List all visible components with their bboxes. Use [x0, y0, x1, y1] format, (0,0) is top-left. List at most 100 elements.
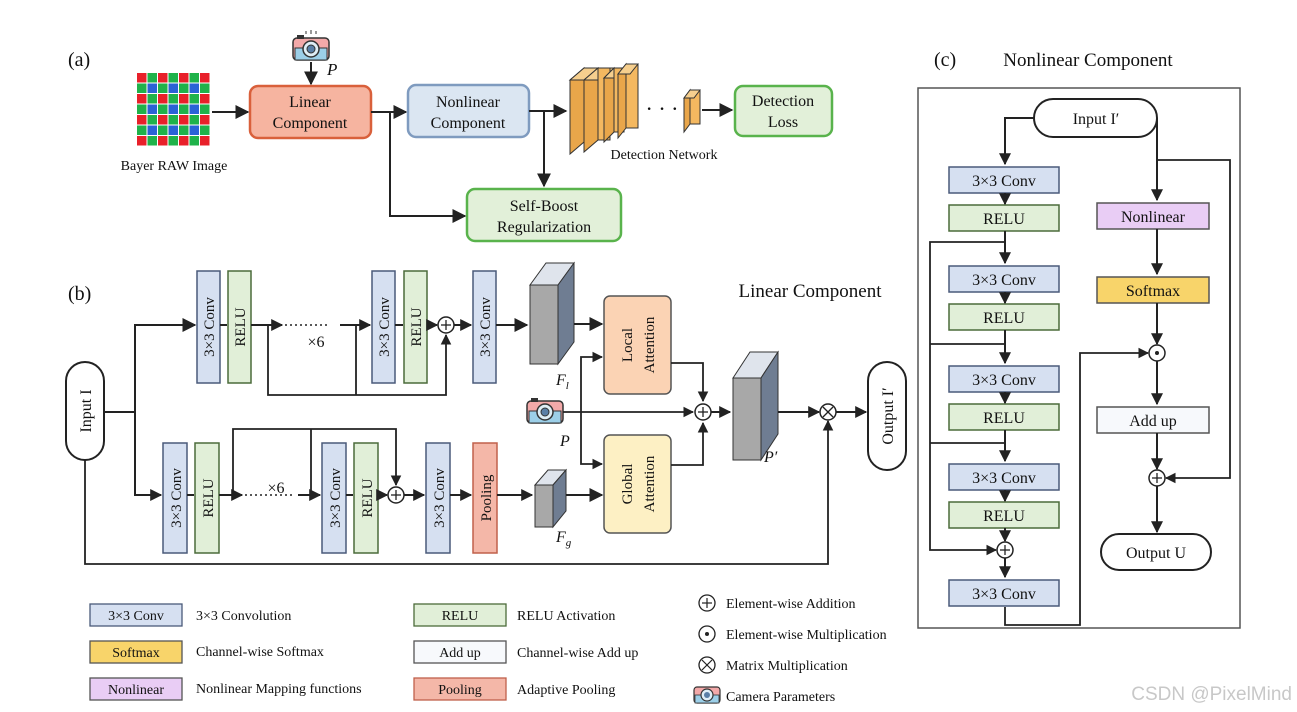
- watermark: CSDN @PixelMind: [1131, 684, 1292, 705]
- bayer-pixel: [189, 73, 199, 83]
- legend-matmul-desc: Matrix Multiplication: [726, 659, 848, 674]
- legend-conv-box: 3×3 Conv: [108, 609, 164, 624]
- conv-label: 3×3 Conv: [972, 470, 1036, 487]
- relu-label: RELU: [409, 307, 425, 346]
- global-attention-label-1: Global: [620, 464, 636, 505]
- legend-addup-swatch: [413, 640, 507, 664]
- bayer-pixel: [168, 115, 178, 125]
- relu-label: RELU: [983, 211, 1025, 228]
- conv-label: 3×3 Conv: [432, 468, 448, 528]
- bayer-pixel: [179, 115, 189, 125]
- loss-label-1: Detection: [752, 93, 814, 110]
- output-i-prime-box: [867, 361, 907, 471]
- local-attention-label-1: Local: [620, 328, 636, 362]
- conv-block: [371, 270, 396, 384]
- nonlinear-label: Nonlinear: [1121, 209, 1186, 226]
- global-attention-label-2: Attention: [642, 455, 658, 512]
- conv-label: 3×3 Conv: [972, 272, 1036, 289]
- camera-icon: [693, 686, 721, 704]
- conv-label: 3×3 Conv: [972, 173, 1036, 190]
- x6-label: ×6: [267, 480, 284, 497]
- relu-block: [194, 442, 220, 554]
- bayer-pixel: [137, 94, 147, 104]
- camera-icon: [292, 30, 330, 61]
- bayer-pixel: [147, 125, 157, 135]
- bayer-pixel: [137, 83, 147, 93]
- feature-map-fl: [529, 261, 575, 366]
- bayer-pixel: [168, 94, 178, 104]
- bayer-pixel: [147, 94, 157, 104]
- bayer-pixel: [189, 104, 199, 114]
- detection-dots: · · ·: [646, 96, 679, 121]
- conv-block: [948, 166, 1060, 194]
- relu-label: RELU: [983, 310, 1025, 327]
- conv-block: [472, 270, 497, 384]
- bayer-pixel: [200, 94, 210, 104]
- bayer-pixel: [147, 73, 157, 83]
- selfboost-label-1: Self-Boost: [510, 198, 579, 215]
- legend-mul-desc: Element-wise Multiplication: [726, 628, 887, 643]
- legend: 3×3 Conv 3×3 Convolution Softmax Channel…: [89, 594, 887, 705]
- bayer-caption: Bayer RAW Image: [121, 159, 228, 174]
- bayer-pixel: [179, 83, 189, 93]
- conv-label: 3×3 Conv: [202, 297, 218, 357]
- bayer-pixel: [200, 125, 210, 135]
- bayer-pixel: [158, 94, 168, 104]
- legend-nonlinear-box: Nonlinear: [108, 683, 164, 698]
- bayer-pixel: [168, 73, 178, 83]
- bayer-pixel: [147, 83, 157, 93]
- bayer-pixel: [189, 115, 199, 125]
- bayer-pixel: [179, 104, 189, 114]
- relu-label: RELU: [233, 307, 249, 346]
- panel-a-label: (a): [68, 49, 90, 71]
- bayer-pixel: [179, 136, 189, 146]
- panel-a: (a) Bayer RAW Image P Linear Component N…: [68, 30, 834, 243]
- legend-conv-desc: 3×3 Convolution: [196, 609, 291, 624]
- bayer-pixel: [189, 83, 199, 93]
- bayer-pixel: [147, 136, 157, 146]
- conv-label: 3×3 Conv: [972, 372, 1036, 389]
- bayer-pixel: [158, 136, 168, 146]
- local-attention-box: [603, 295, 672, 395]
- linear-component-title: Linear Component: [739, 281, 883, 302]
- panel-b: (b) Linear Component Input I Output I′ 3…: [65, 261, 907, 565]
- bayer-pixel: [158, 83, 168, 93]
- bayer-pixel: [200, 83, 210, 93]
- linear-label-2: Component: [273, 115, 348, 132]
- x6-label: ×6: [307, 334, 324, 351]
- relu-label: RELU: [983, 508, 1025, 525]
- conv-block: [948, 365, 1060, 393]
- bayer-pixel: [200, 136, 210, 146]
- add-up-label: Add up: [1129, 413, 1177, 430]
- panel-b-label: (b): [68, 283, 91, 305]
- relu-block: [948, 403, 1060, 431]
- legend-softmax-desc: Channel-wise Softmax: [196, 645, 324, 660]
- bayer-pixel: [137, 104, 147, 114]
- bayer-pixel: [200, 115, 210, 125]
- conv-block: [321, 442, 347, 554]
- legend-relu-swatch: [413, 603, 507, 627]
- legend-softmax-box: Softmax: [112, 646, 159, 661]
- conv-label: 3×3 Conv: [169, 468, 185, 528]
- pooling-block: [472, 442, 498, 554]
- fg-label: Fg: [555, 529, 572, 549]
- loss-label-2: Loss: [768, 114, 798, 131]
- legend-conv-swatch: [89, 603, 183, 627]
- conv-block: [948, 579, 1060, 607]
- relu-block: [227, 270, 252, 384]
- bayer-pixel: [137, 125, 147, 135]
- p-label-a: P: [326, 60, 337, 79]
- camera-icon: [526, 398, 564, 424]
- bayer-pixel: [137, 136, 147, 146]
- bayer-pixel: [147, 104, 157, 114]
- legend-add-desc: Element-wise Addition: [726, 597, 855, 612]
- feature-map-p-prime: [732, 350, 779, 462]
- legend-softmax-swatch: [89, 640, 183, 664]
- bayer-pixel: [147, 115, 157, 125]
- input-i-label: Input I: [78, 389, 95, 432]
- softmax-box: [1096, 276, 1210, 304]
- bayer-pixel: [179, 125, 189, 135]
- panel-c: (c) Nonlinear Component Input I′ 3×3 Con…: [917, 49, 1241, 629]
- bayer-pixel: [189, 94, 199, 104]
